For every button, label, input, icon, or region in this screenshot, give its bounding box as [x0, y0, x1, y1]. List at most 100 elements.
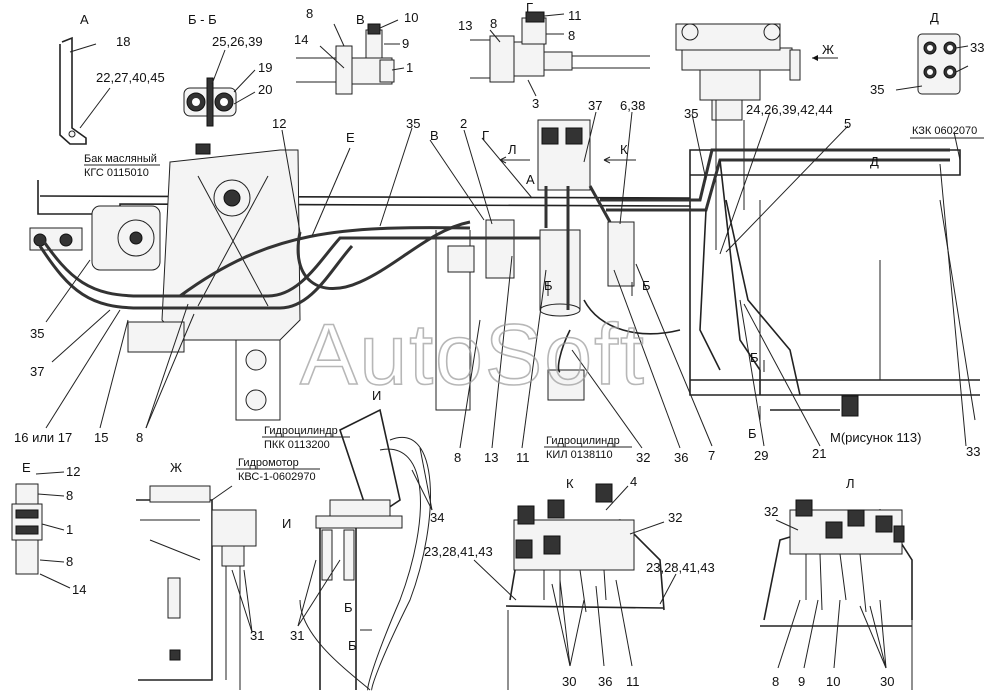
callout-8-g: 8 [490, 16, 497, 31]
arrow-label-zh: Ж [822, 42, 834, 57]
callout-5: 5 [844, 116, 851, 131]
callout-8-left: 8 [136, 430, 143, 445]
callout-15: 15 [94, 430, 108, 445]
note-cyl-kil-line1: Гидроцилиндр [546, 435, 620, 447]
arrow-label-g: Г [482, 128, 489, 143]
callout-11-k: 11 [626, 674, 640, 689]
callout-8-v: 8 [306, 6, 313, 21]
callout-23-28-41-43-k2: 23,28,41,43 [646, 560, 715, 575]
view-title-a: А [80, 12, 89, 27]
callout-12: 12 [272, 116, 286, 131]
callout-11-g: 11 [568, 8, 582, 23]
view-k-manifold [473, 483, 677, 690]
note-cyl-kil-line2: КИЛ 0138110 [546, 449, 613, 461]
view-i-cylinder [297, 408, 433, 691]
arrow-label-l: Л [508, 142, 517, 157]
view-l-manifold [760, 499, 913, 690]
callout-2: 2 [460, 116, 467, 131]
arrow-l [499, 156, 530, 164]
main-frame [29, 119, 980, 421]
arrow-k [603, 156, 636, 164]
callout-21: 21 [812, 446, 826, 461]
section-label-b-top: Б [544, 278, 553, 293]
callout-8-l: 8 [772, 674, 779, 689]
callout-9-l: 9 [798, 674, 805, 689]
note-motor-line1: Гидромотор [238, 457, 299, 469]
note-motor-line2: КВС-1-0602970 [238, 471, 316, 483]
callout-19: 19 [258, 60, 272, 75]
callout-8-e1: 8 [66, 488, 73, 503]
callout-12-e: 12 [66, 464, 80, 479]
callout-25-26-39: 25,26,39 [212, 34, 263, 49]
view-title-i: И [372, 388, 381, 403]
callout-1-e: 1 [66, 522, 73, 537]
callout-6-38: 6,38 [620, 98, 645, 113]
callout-32-mid: 32 [636, 450, 650, 465]
section-label-b-i1: Б [344, 600, 353, 615]
view-v-fitting [296, 19, 405, 95]
view-g-fitting [470, 11, 650, 97]
section-label-b-i2: Б [348, 638, 357, 653]
watermark-text: AutoSoft [300, 307, 646, 403]
view-title-v: В [356, 12, 365, 27]
view-title-bb: Б - Б [188, 12, 217, 27]
note-cyl-pkk-line1: Гидроцилиндр [264, 425, 338, 437]
callout-20: 20 [258, 82, 272, 97]
view-title-l: Л [846, 476, 855, 491]
callout-8-e2: 8 [66, 554, 73, 569]
callout-14-v: 14 [294, 32, 308, 47]
callout-35-mid: 35 [406, 116, 420, 131]
callout-31-i: 31 [290, 628, 304, 643]
callout-30-k: 30 [562, 674, 576, 689]
view-title-zh: Ж [170, 460, 182, 475]
arrow-label-k: К [620, 142, 628, 157]
note-tank-line2: КГС 0115010 [84, 167, 149, 179]
callout-14-e: 14 [72, 582, 86, 597]
arrow-label-e: Е [346, 130, 355, 145]
view-title-g: Г [526, 0, 533, 15]
callout-13-mid: 13 [484, 450, 498, 465]
callout-32-k: 32 [668, 510, 682, 525]
view-bb-clamp [183, 49, 256, 127]
view-a-bracket [59, 36, 111, 145]
main-leader-lines [45, 111, 967, 449]
callout-4: 4 [630, 474, 637, 489]
callout-24-26-39-42-44: 24,26,39,42,44 [746, 102, 833, 117]
callout-22-27-40-45: 22,27,40,45 [96, 70, 165, 85]
note-cyl-pkk-line2: ПКК 0113200 [264, 439, 330, 451]
callout-30-l: 30 [880, 674, 894, 689]
callout-35-left: 35 [30, 326, 44, 341]
callout-37-top: 37 [588, 98, 602, 113]
arrow-label-a: А [526, 172, 535, 187]
callout-10-l: 10 [826, 674, 840, 689]
callout-8-mid: 8 [454, 450, 461, 465]
callout-13-g: 13 [458, 18, 472, 33]
section-label-b-bottom: Б [748, 426, 757, 441]
note-kzk: КЗК 0602070 [912, 125, 977, 137]
callout-31-zh: 31 [250, 628, 264, 643]
callout-37-left: 37 [30, 364, 44, 379]
callout-35-d: 35 [870, 82, 884, 97]
callout-8-g2: 8 [568, 28, 575, 43]
callout-10-v: 10 [404, 10, 418, 25]
top-right-motor [675, 23, 838, 250]
callout-33-right: 33 [966, 444, 980, 459]
arrow-label-i: И [282, 516, 291, 531]
callout-9-v: 9 [402, 36, 409, 51]
view-title-k: К [566, 476, 574, 491]
view-title-d: Д [930, 10, 939, 25]
callout-36-k: 36 [598, 674, 612, 689]
callout-34: 34 [430, 510, 444, 525]
arrow-label-d: Д [870, 154, 879, 169]
callout-32-l: 32 [764, 504, 778, 519]
callout-33-d: 33 [970, 40, 984, 55]
callout-29: 29 [754, 448, 768, 463]
callout-18: 18 [116, 34, 130, 49]
section-label-b-mid: Б [642, 278, 651, 293]
callout-35-top: 35 [684, 106, 698, 121]
arrow-label-v: В [430, 128, 439, 143]
note-tank-line1: Бак масляный [84, 153, 157, 165]
view-d-valve [895, 33, 969, 95]
